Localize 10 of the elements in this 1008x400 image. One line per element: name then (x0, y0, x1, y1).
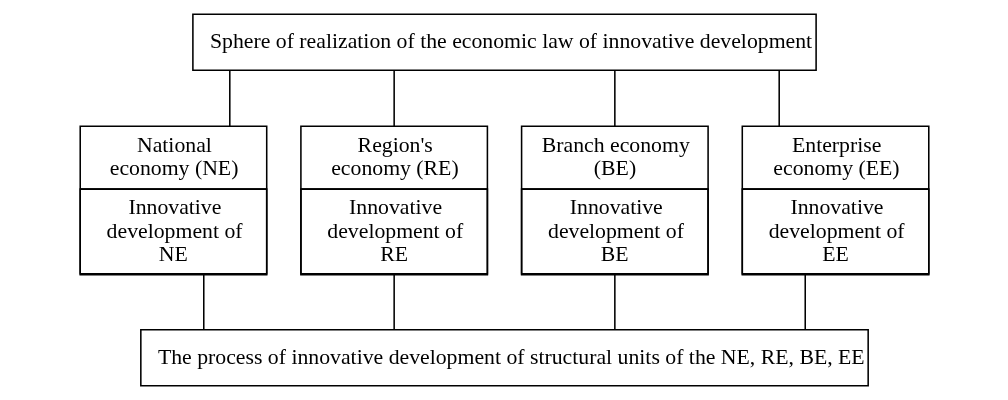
connector (228, 69, 231, 127)
node-box: Sphere of realization of the economic law of innovative development (191, 13, 817, 71)
connector (392, 69, 395, 127)
connector (202, 273, 205, 330)
connector (613, 273, 616, 330)
connector (613, 69, 616, 127)
connector (803, 273, 806, 330)
connector (777, 69, 780, 127)
connector (392, 273, 395, 330)
node-box: The process of innovative development of structural units of the NE, RE, BE, EE (139, 329, 869, 387)
